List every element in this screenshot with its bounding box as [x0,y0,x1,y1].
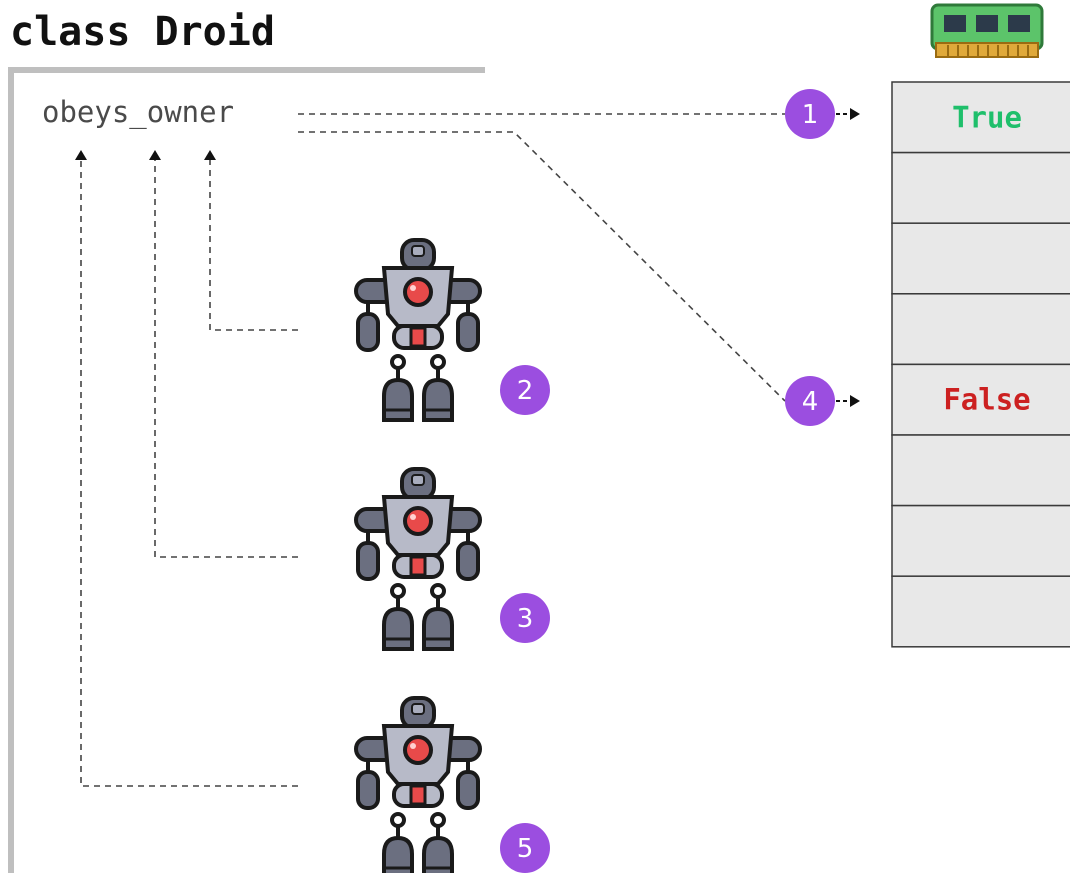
memory-cell-value: True [952,100,1022,134]
robot-icon [354,467,482,651]
step-badge-5: 5 [500,823,550,873]
memory-cell [891,575,1070,648]
attribute-name: obeys_owner [42,95,235,129]
arrowhead-up-robot-5 [75,150,87,160]
robot-icon [354,238,482,422]
arrowheads [75,108,860,407]
memory-cell [891,504,1070,577]
robot-icon [354,696,482,873]
arrowhead-right-true [850,108,860,120]
step-badge-2: 2 [500,365,550,415]
svg-text:4: 4 [802,387,819,417]
svg-text:2: 2 [517,376,534,406]
step-badge-1: 1 [785,89,835,139]
svg-text:3: 3 [517,604,534,634]
link-robot-2 [209,158,298,331]
connectors [80,113,786,787]
short-links [836,113,850,402]
arrowhead-right-false [850,395,860,407]
arrowhead-up-robot-3 [149,150,161,160]
memory-cell [891,222,1070,295]
link-robot-5 [80,158,298,787]
svg-text:5: 5 [517,834,534,864]
class-frame [8,67,485,873]
class-title: class Droid [10,9,275,55]
memory-cell [891,151,1070,224]
memory-cell [891,293,1070,366]
memory-cell [891,81,1070,154]
svg-text:1: 1 [802,100,819,130]
step-badge-3: 3 [500,593,550,643]
link-robot-3 [154,158,298,558]
step-badge-4: 4 [785,376,835,426]
ram-chip-icon [930,3,1044,58]
memory-cell [891,434,1070,507]
pointer-to-false [298,131,786,402]
memory-cell-value: False [943,383,1030,417]
arrowhead-up-robot-2 [204,150,216,160]
